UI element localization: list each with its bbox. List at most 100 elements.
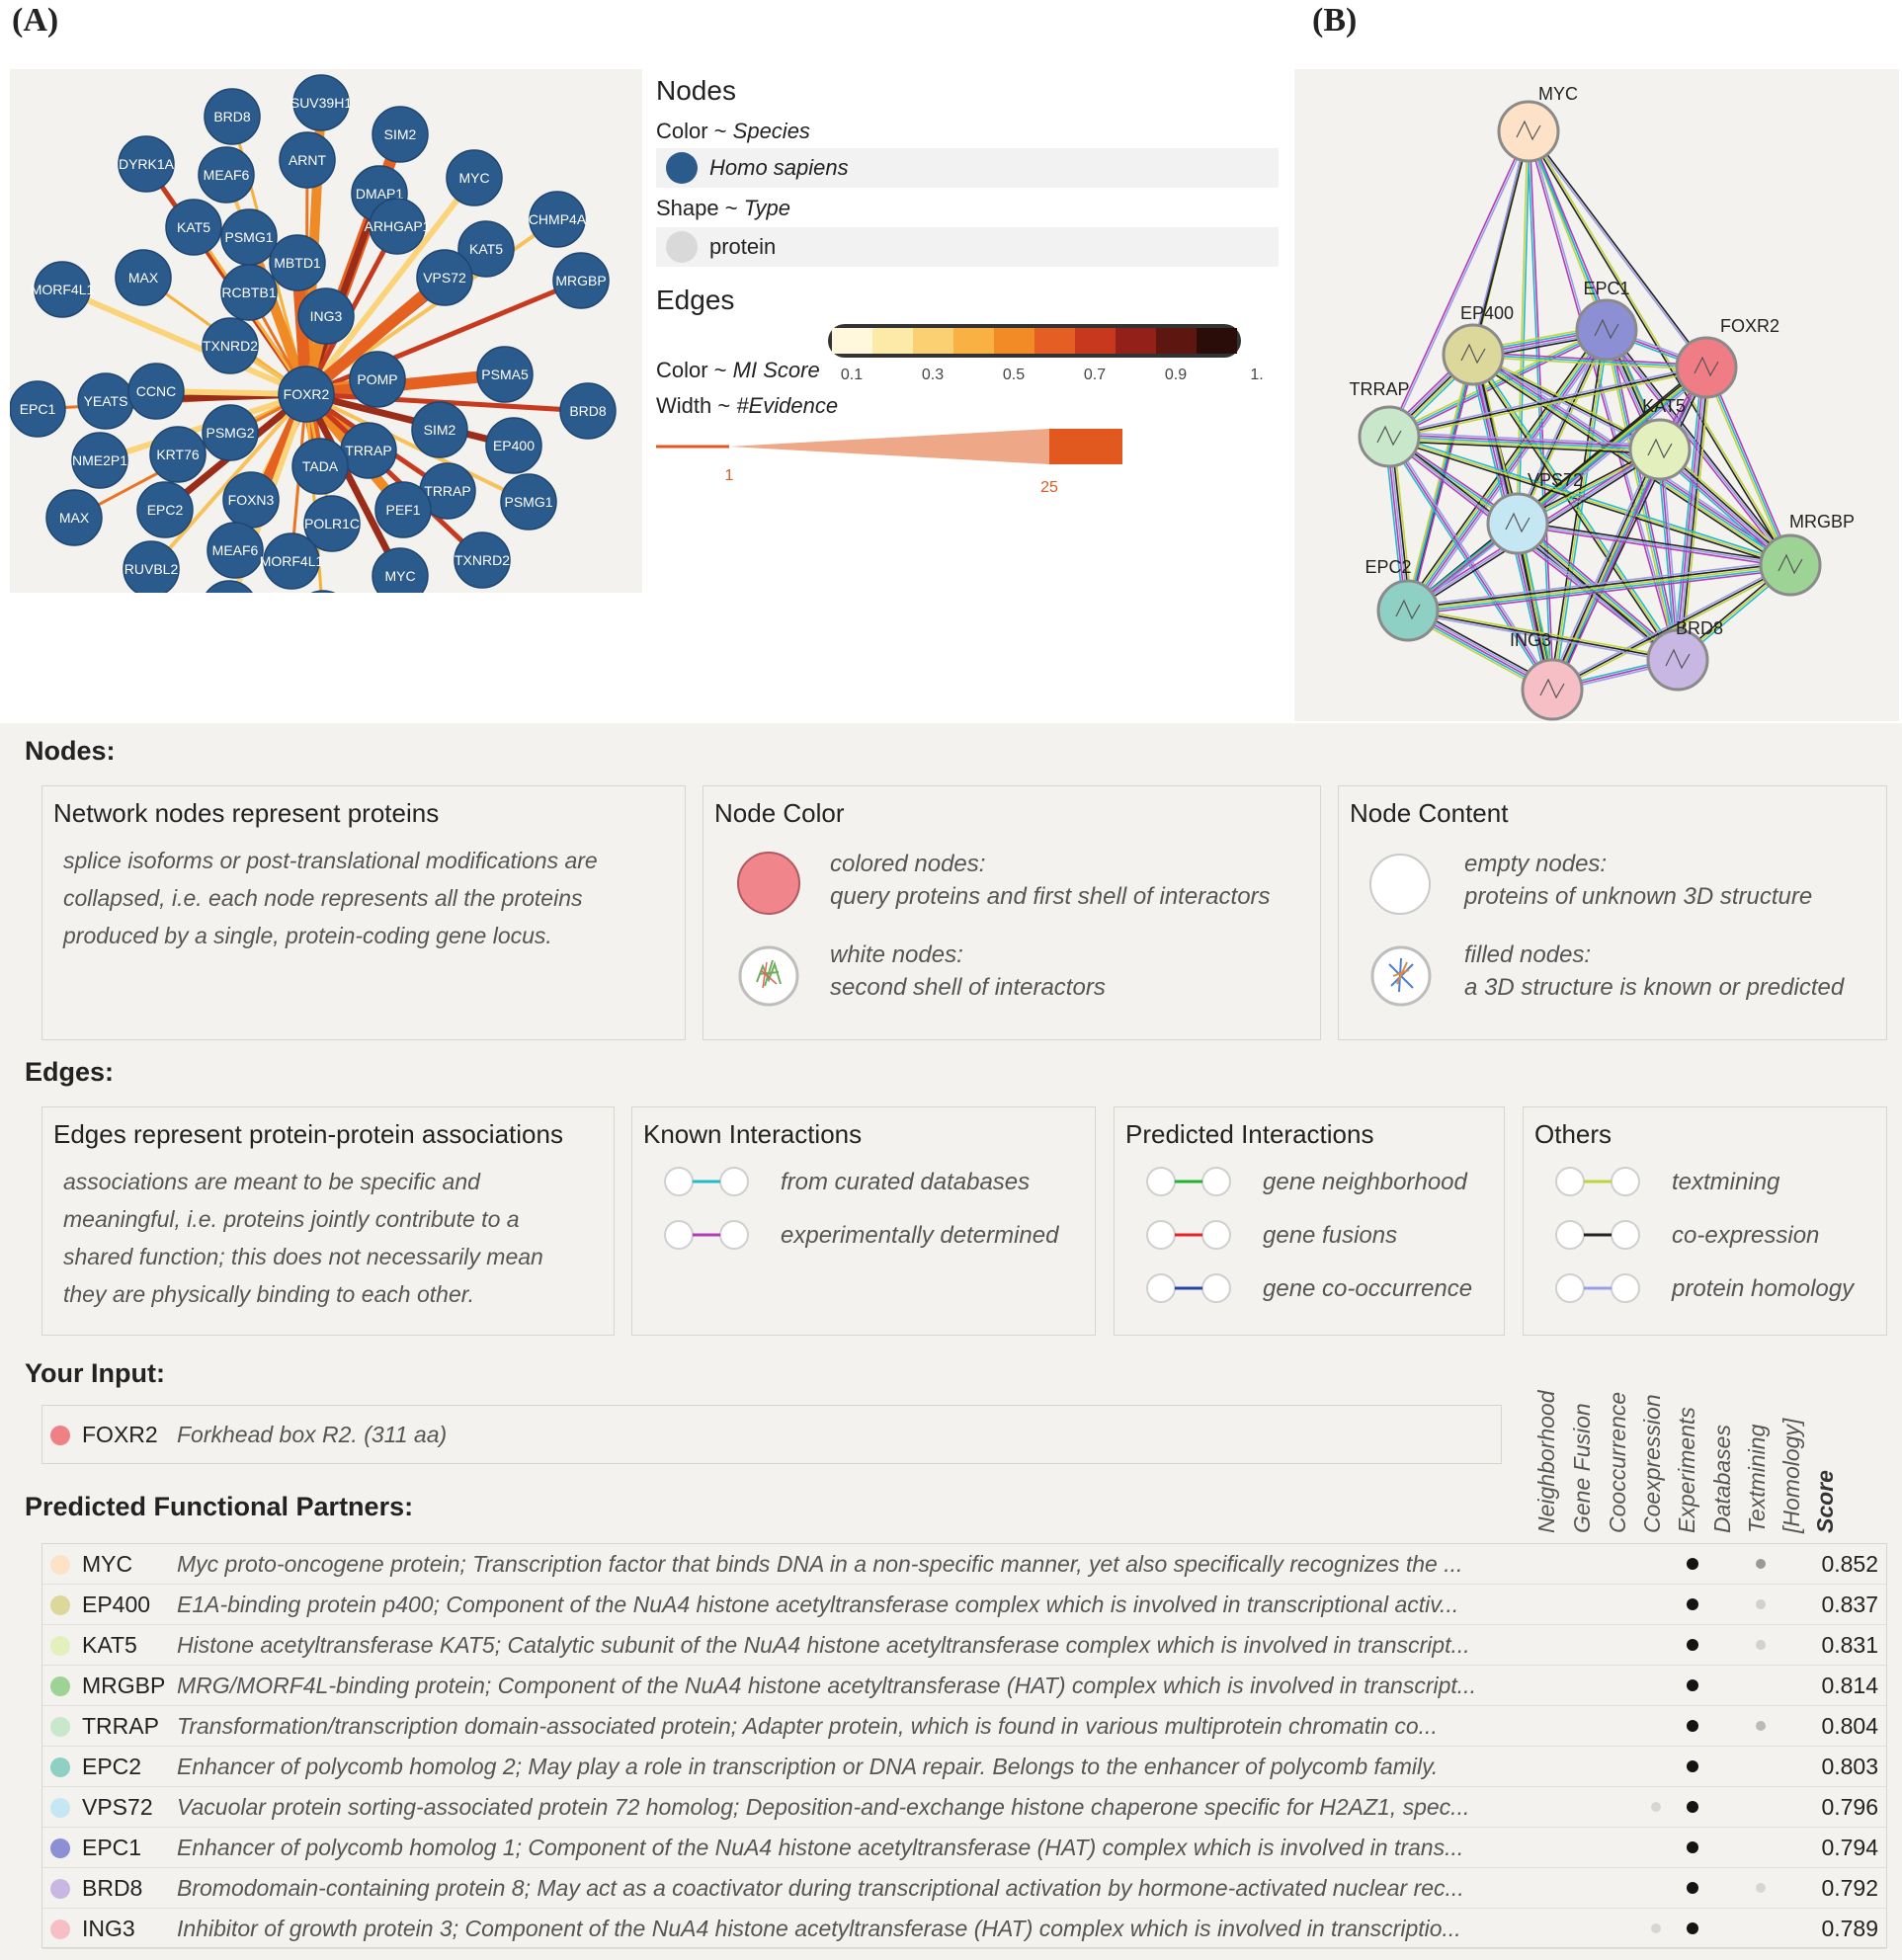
node-label: EPC1 <box>1583 279 1629 298</box>
network-a-node[interactable]: CCNC <box>127 363 185 420</box>
structure-icon <box>1460 343 1486 365</box>
network-a-node[interactable]: ARHGAP1 <box>365 198 431 255</box>
network-b-node[interactable]: KAT5 <box>1628 396 1692 481</box>
network-a-node[interactable]: EPC2 <box>136 481 194 538</box>
network-a-node[interactable]: SUV39H1 <box>290 74 352 131</box>
network-b-edge <box>1517 523 1791 566</box>
network-a-node[interactable]: EP400 <box>485 417 542 474</box>
node-circle <box>292 74 350 131</box>
experiments-evidence-dot <box>1687 1922 1698 1934</box>
node-circle <box>552 252 610 309</box>
partner-color-dot <box>50 1676 70 1696</box>
network-a-node[interactable]: TADA <box>291 438 349 495</box>
network-b-edge <box>1472 354 1707 368</box>
network-a-node[interactable]: DYRK1A <box>118 135 175 193</box>
network-a-node[interactable]: MRGBP <box>552 252 610 309</box>
node-label: PEF1 <box>385 502 420 518</box>
network-a-node[interactable]: MBTD1 <box>269 234 326 291</box>
network-b-node[interactable]: ING3 <box>1510 630 1584 721</box>
node-label: MYC <box>458 170 489 186</box>
network-a-node[interactable]: RUVBL2 <box>123 540 180 593</box>
network-b-edge <box>1681 368 1712 661</box>
network-a-node[interactable]: PSMG1 <box>500 473 557 531</box>
network-b-node[interactable]: EPC2 <box>1364 557 1440 642</box>
partner-score: 0.789 <box>1821 1916 1878 1941</box>
network-a-node[interactable]: RCBTB1 <box>220 264 278 321</box>
white-node-icon <box>737 944 800 1008</box>
network-a-node[interactable]: ING3 <box>297 287 355 345</box>
network-a-node[interactable]: TXNRD2 <box>454 531 511 589</box>
network-a-node[interactable]: TAF5L <box>202 580 257 593</box>
network-b-node[interactable]: FOXR2 <box>1675 316 1779 399</box>
network-a-node[interactable]: VPS72 <box>416 249 473 306</box>
edges-info-line-4: they are physically binding to each othe… <box>63 1281 474 1307</box>
network-a-node[interactable]: POMP <box>349 351 406 408</box>
network-a-node[interactable]: KRT76 <box>149 426 207 483</box>
network-a-node[interactable]: KAT5 <box>165 199 222 256</box>
experiments-evidence-dot <box>1687 1801 1698 1813</box>
network-b-node[interactable]: EPC1 <box>1575 279 1638 362</box>
network-b-node[interactable]: EP400 <box>1442 303 1514 386</box>
network-a-node[interactable]: EPC1 <box>295 590 351 593</box>
node-label: RCBTB1 <box>221 285 276 300</box>
node-circle <box>220 264 278 321</box>
network-a-node[interactable]: BRD8 <box>204 88 261 145</box>
network-a-node[interactable]: MAX <box>115 249 172 306</box>
network-a-node[interactable]: MEAF6 <box>198 146 255 204</box>
network-a-node[interactable]: YEATS <box>77 372 134 430</box>
node-label: BRD8 <box>1676 618 1723 638</box>
network-a-node[interactable]: FOXR2 <box>278 366 335 423</box>
network-a-node[interactable]: TRRAP <box>340 422 397 479</box>
network-a-node[interactable]: FOXN3 <box>222 471 280 529</box>
node-circle <box>349 351 406 408</box>
network-a-node[interactable]: PSMG1 <box>220 208 278 266</box>
partner-color-dot <box>50 1717 70 1737</box>
network-a-node[interactable]: SIM2 <box>411 401 468 458</box>
network-b-edge <box>1707 366 1793 565</box>
network-b-node[interactable]: MRGBP <box>1759 512 1855 597</box>
network-a-node[interactable]: MEAF6 <box>207 522 264 579</box>
network-a-node[interactable]: PEF1 <box>374 481 432 538</box>
network-a-node[interactable]: MYC <box>372 547 429 593</box>
edges-info-line-2: meaningful, i.e. proteins jointly contri… <box>63 1206 520 1232</box>
network-a-node[interactable]: POLR1C <box>303 495 361 552</box>
network-b-node[interactable]: BRD8 <box>1646 618 1723 692</box>
network-a-node[interactable]: CHMP4A <box>529 191 587 248</box>
network-a-node[interactable]: BRD8 <box>559 382 617 440</box>
network-a-node[interactable]: EPC1 <box>10 380 66 438</box>
network-a-node[interactable]: KAT5 <box>457 220 515 278</box>
column-header: Databases <box>1709 1425 1735 1533</box>
node-label: PSMG2 <box>206 425 254 441</box>
experiments-evidence-dot <box>1687 1598 1698 1610</box>
network-b-node[interactable]: MYC <box>1497 84 1578 163</box>
network-a-node[interactable]: MAX <box>45 489 103 546</box>
network-b-edge <box>1527 131 1678 661</box>
network-a-node[interactable]: DMAP1 <box>351 165 408 222</box>
network-a-node[interactable]: SIM2 <box>372 106 429 163</box>
network-b-node[interactable]: VPS72 <box>1486 470 1583 555</box>
node-label: RUVBL2 <box>124 561 179 577</box>
network-a-node[interactable]: MORF4L1 <box>31 261 95 318</box>
network-a-node[interactable]: TRRAP <box>419 462 476 520</box>
your-input-row[interactable]: FOXR2 Forkhead box R2. (311 aa) <box>41 1405 1502 1464</box>
network-a-node[interactable]: NME2P1 <box>71 432 128 489</box>
network-b-edge <box>1550 562 1790 689</box>
network-a-node[interactable]: MYC <box>446 149 503 206</box>
network-a-node[interactable]: TXNRD2 <box>202 317 259 374</box>
partner-description: MRG/MORF4L-binding protein; Component of… <box>177 1673 1476 1698</box>
network-a-node[interactable]: ARNT <box>279 131 336 189</box>
network-a-node[interactable]: PSMG2 <box>202 404 259 461</box>
network-a-node[interactable]: MORF4L1 <box>260 532 324 590</box>
network-b-node[interactable]: TRRAP <box>1349 379 1421 468</box>
network-a-node[interactable]: PSMA5 <box>476 346 534 403</box>
